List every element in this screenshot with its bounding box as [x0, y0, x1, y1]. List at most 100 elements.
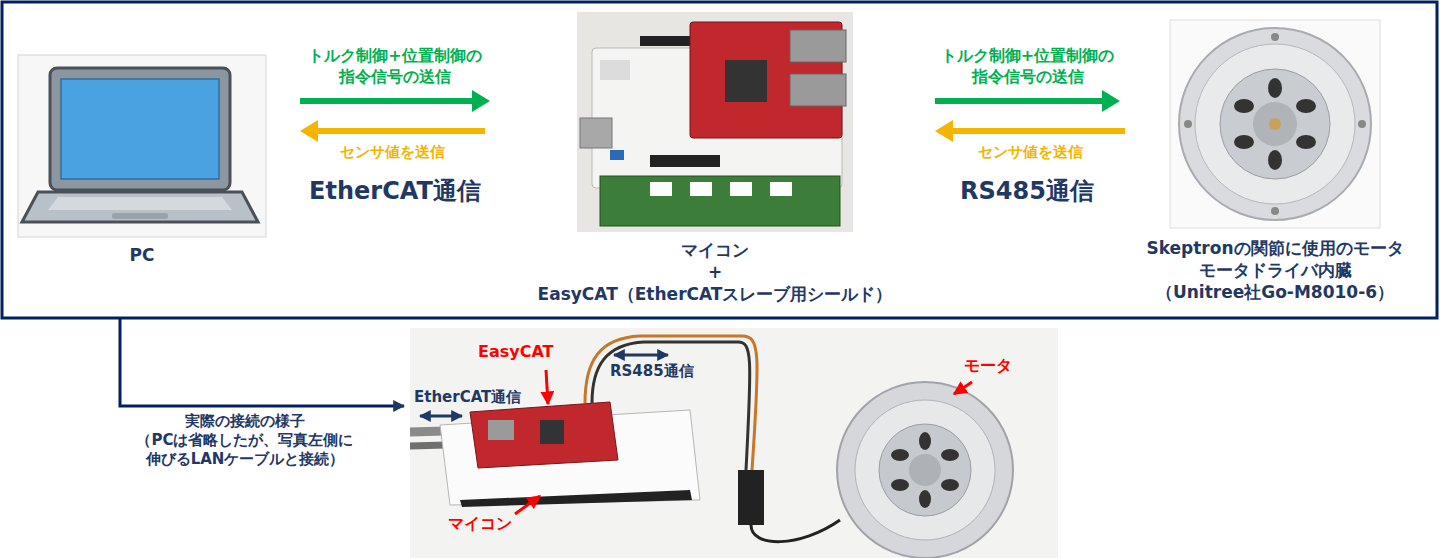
- device-image-area: [1170, 20, 1380, 228]
- setup-photo-part: [738, 470, 764, 525]
- signal-label: トルク制御+位置制御の 指令信号の送信: [913, 46, 1143, 87]
- laptop-illustration-part: [112, 213, 168, 219]
- setup-photo-part: [460, 490, 692, 507]
- bus-callout: EtherCAT通信: [412, 388, 523, 407]
- motor-photo-part: [1170, 20, 1380, 228]
- setup-photo-part: [540, 420, 564, 444]
- label-holder: RS485通信: [608, 362, 696, 381]
- microcontroller-photo-part: [600, 176, 840, 226]
- label-holder: EasyCAT: [476, 342, 555, 362]
- part-callout: モータ: [962, 356, 1014, 376]
- edge-label-holder: トルク制御+位置制御の 指令信号の送信: [280, 46, 510, 87]
- signal-arrow: [300, 120, 485, 142]
- microcontroller-photo-part: [580, 118, 612, 148]
- edge-label-holder: センサ値を送信: [303, 143, 483, 162]
- setup-photo-part: [919, 432, 931, 450]
- motor-photo-part: [1253, 102, 1297, 146]
- motor-photo-part: [1234, 99, 1254, 113]
- laptop-illustration: [18, 55, 266, 237]
- signal-arrow-shaft: [300, 98, 473, 104]
- microcontroller-photo-part: [650, 182, 672, 196]
- motor-photo-part: [1195, 44, 1355, 204]
- motor-photo-part: [1296, 99, 1316, 113]
- bus-callout: RS485通信: [608, 362, 696, 381]
- signal-arrow: [935, 90, 1120, 112]
- setup-photo-part: [919, 490, 931, 508]
- bus-name: RS485通信: [960, 176, 1094, 206]
- motor-photo: [1170, 20, 1380, 228]
- setup-photo-part: [909, 454, 941, 486]
- signal-arrow-shaft: [935, 98, 1103, 104]
- bus-name: EtherCAT通信: [309, 176, 481, 206]
- signal-arrow-head: [1102, 90, 1120, 112]
- laptop-illustration-part: [22, 192, 258, 222]
- device-image-area: [577, 12, 853, 232]
- device-caption: Skeptronの関節に使用のモータ モータドライバ内臓 （Unitree社Go…: [1110, 238, 1440, 303]
- microcontroller-photo-part: [650, 155, 720, 167]
- setup-photo-part: [855, 400, 995, 540]
- microcontroller-photo-part: [770, 182, 792, 196]
- photo-link-line-part: [120, 318, 404, 406]
- microcontroller-photo: [577, 12, 853, 232]
- part-callout: EasyCAT: [476, 342, 555, 362]
- motor-photo-part: [1184, 120, 1192, 128]
- motor-photo-part: [1234, 135, 1254, 149]
- motor-photo-part: [1271, 207, 1279, 215]
- laptop-illustration-part: [50, 68, 230, 190]
- device-caption: PC: [72, 245, 212, 267]
- callout-arrows-part: [546, 370, 548, 404]
- signal-arrow: [935, 120, 1125, 142]
- signal-label: センサ値を送信: [940, 143, 1120, 162]
- microcontroller-photo-part: [690, 182, 712, 196]
- signal-arrow-head: [472, 90, 490, 112]
- setup-photo-part: [941, 449, 959, 461]
- setup-photo-part: [410, 328, 1058, 558]
- device-box: マイコン + EasyCAT（EtherCATスレーブ用シールド）: [577, 12, 853, 305]
- microcontroller-photo-part: [610, 150, 624, 160]
- laptop-illustration-part: [48, 197, 232, 210]
- callout-arrows-part: [954, 382, 972, 394]
- part-callout: マイコン: [446, 514, 514, 534]
- laptop-illustration-part: [61, 79, 219, 179]
- label-holder: EtherCAT通信: [309, 176, 481, 206]
- callout-arrows-part: [420, 415, 462, 418]
- setup-photo-part: [585, 336, 757, 470]
- label-holder: 実際の接続の様子 （PCは省略したが、写真左側に 伸びるLANケーブルと接続）: [95, 412, 395, 470]
- setup-photo-part: [879, 424, 971, 516]
- label-holder: マイコン: [446, 514, 514, 534]
- setup-photo-part: [488, 420, 514, 440]
- label-holder: モータ: [962, 356, 1014, 376]
- signal-arrow-shaft: [317, 128, 485, 134]
- microcontroller-photo-part: [725, 60, 767, 102]
- motor-photo-part: [1268, 78, 1282, 98]
- photo-note: 実際の接続の様子 （PCは省略したが、写真左側に 伸びるLANケーブルと接続）: [95, 412, 395, 470]
- setup-photo-part: [891, 449, 909, 461]
- setup-photo-part: [751, 520, 840, 542]
- edge-label-holder: トルク制御+位置制御の 指令信号の送信: [913, 46, 1143, 87]
- motor-photo-part: [1220, 69, 1330, 179]
- device-box: PC: [18, 55, 266, 267]
- motor-photo-part: [1271, 33, 1279, 41]
- setup-photo-part: [891, 479, 909, 491]
- motor-photo-part: [1358, 120, 1366, 128]
- photo-link-line: [120, 318, 404, 406]
- microcontroller-photo-part: [730, 182, 752, 196]
- microcontroller-photo-part: [577, 12, 853, 232]
- motor-photo-part: [1296, 135, 1316, 149]
- motor-photo-part: [1269, 118, 1281, 130]
- setup-photo-part: [941, 479, 959, 491]
- callout-arrows: [420, 355, 972, 514]
- signal-arrow-shaft: [952, 128, 1125, 134]
- edge-label-holder: センサ値を送信: [940, 143, 1120, 162]
- microcontroller-photo-part: [790, 74, 846, 106]
- device-caption: マイコン + EasyCAT（EtherCATスレーブ用シールド）: [495, 240, 935, 305]
- microcontroller-photo-part: [790, 30, 846, 62]
- device-box: Skeptronの関節に使用のモータ モータドライバ内臓 （Unitree社Go…: [1170, 20, 1380, 303]
- callout-arrows-part: [515, 496, 540, 514]
- signal-arrow: [300, 90, 490, 112]
- signal-arrow-head: [935, 120, 953, 142]
- callout-arrows-part: [614, 354, 668, 357]
- device-image-area: [18, 55, 266, 237]
- signal-label: トルク制御+位置制御の 指令信号の送信: [280, 46, 510, 87]
